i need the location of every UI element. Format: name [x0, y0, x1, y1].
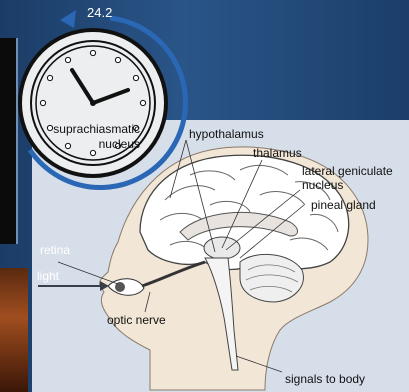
label-thalamus: thalamus: [253, 147, 302, 160]
label-pineal-gland: pineal gland: [311, 199, 376, 212]
label-hypothalamus: hypothalamus: [189, 128, 264, 141]
label-retina: retina: [40, 244, 70, 257]
clock: [20, 10, 185, 187]
cycle-arrowhead: [60, 10, 76, 28]
label-optic-nerve: optic nerve: [107, 314, 166, 327]
label-signals-to-body: signals to body: [285, 373, 365, 386]
label-light: light: [37, 270, 59, 283]
clock-label-line1: suprachiasmatic: [30, 123, 140, 136]
clock-label-line2: nucleus: [30, 138, 140, 151]
label-lateral-geniculate-1: lateral geniculate: [302, 165, 393, 178]
cycle-value: 24.2: [87, 5, 112, 20]
clock-label: suprachiasmatic nucleus: [30, 123, 140, 151]
label-lateral-geniculate-2: nucleus: [302, 179, 343, 192]
